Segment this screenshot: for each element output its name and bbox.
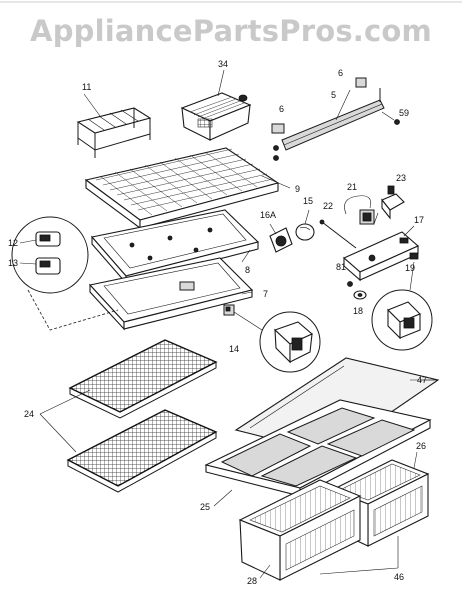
inset-circle-14 (233, 311, 321, 373)
label-46: 46 (394, 572, 404, 582)
label-12: 12 (8, 238, 18, 248)
part-17-housing[interactable] (342, 231, 420, 282)
part-81-screw[interactable] (347, 281, 353, 287)
label-22: 22 (323, 201, 333, 211)
part-11-wire-rack[interactable] (76, 107, 152, 158)
label-9: 9 (295, 184, 300, 194)
label-25: 25 (200, 502, 210, 512)
label-6-lower: 6 (279, 104, 284, 114)
label-26: 26 (416, 441, 426, 451)
label-59: 59 (399, 108, 409, 118)
part-59-screw[interactable] (394, 119, 400, 125)
part-28-crisper-drawer-left[interactable] (238, 479, 362, 581)
inset-circle-19 (371, 261, 433, 351)
label-8: 8 (245, 265, 250, 275)
part-14-clip[interactable] (223, 304, 235, 316)
label-24: 24 (24, 409, 34, 419)
label-11: 11 (82, 82, 91, 92)
part-5-shelf-rail[interactable] (273, 88, 385, 161)
label-17: 17 (414, 215, 424, 225)
label-16a: 16A (260, 210, 276, 220)
part-9-top-shelf[interactable] (84, 147, 280, 230)
label-47: 47 (417, 375, 427, 385)
label-13: 13 (8, 258, 18, 268)
label-28: 28 (247, 576, 257, 586)
label-14: 14 (229, 344, 239, 354)
leader-lines (19, 69, 438, 579)
part-6-bracket-lower[interactable] (271, 123, 285, 134)
part-18-washer[interactable] (353, 290, 367, 300)
watermark: AppliancePartsPros.com (30, 14, 432, 48)
label-5: 5 (331, 90, 336, 100)
part-24-wire-shelf-lower[interactable] (66, 409, 218, 493)
part-6-bracket-upper[interactable] (355, 77, 367, 88)
part-22-rod[interactable] (319, 219, 357, 249)
inset-circle-12-13 (11, 216, 119, 331)
label-81: 81 (336, 262, 346, 272)
label-23: 23 (396, 173, 406, 183)
part-16a-socket[interactable] (269, 223, 293, 253)
part-19-connector[interactable] (409, 252, 419, 260)
part-15-bulb[interactable] (295, 209, 315, 241)
part-23-control[interactable] (381, 185, 405, 220)
label-7: 7 (263, 289, 268, 299)
part-34-dairy-bin[interactable] (180, 92, 252, 141)
part-7-shelf-frame[interactable] (88, 257, 254, 331)
label-34: 34 (218, 59, 228, 69)
part-24-wire-shelf-upper[interactable] (68, 339, 218, 419)
label-18: 18 (353, 306, 363, 316)
part-21-switch[interactable] (344, 195, 375, 225)
part-25-crisper-frame[interactable] (204, 399, 432, 497)
label-19: 19 (405, 263, 415, 273)
label-21: 21 (347, 182, 357, 192)
label-6-upper: 6 (338, 68, 343, 78)
label-15: 15 (303, 196, 313, 206)
